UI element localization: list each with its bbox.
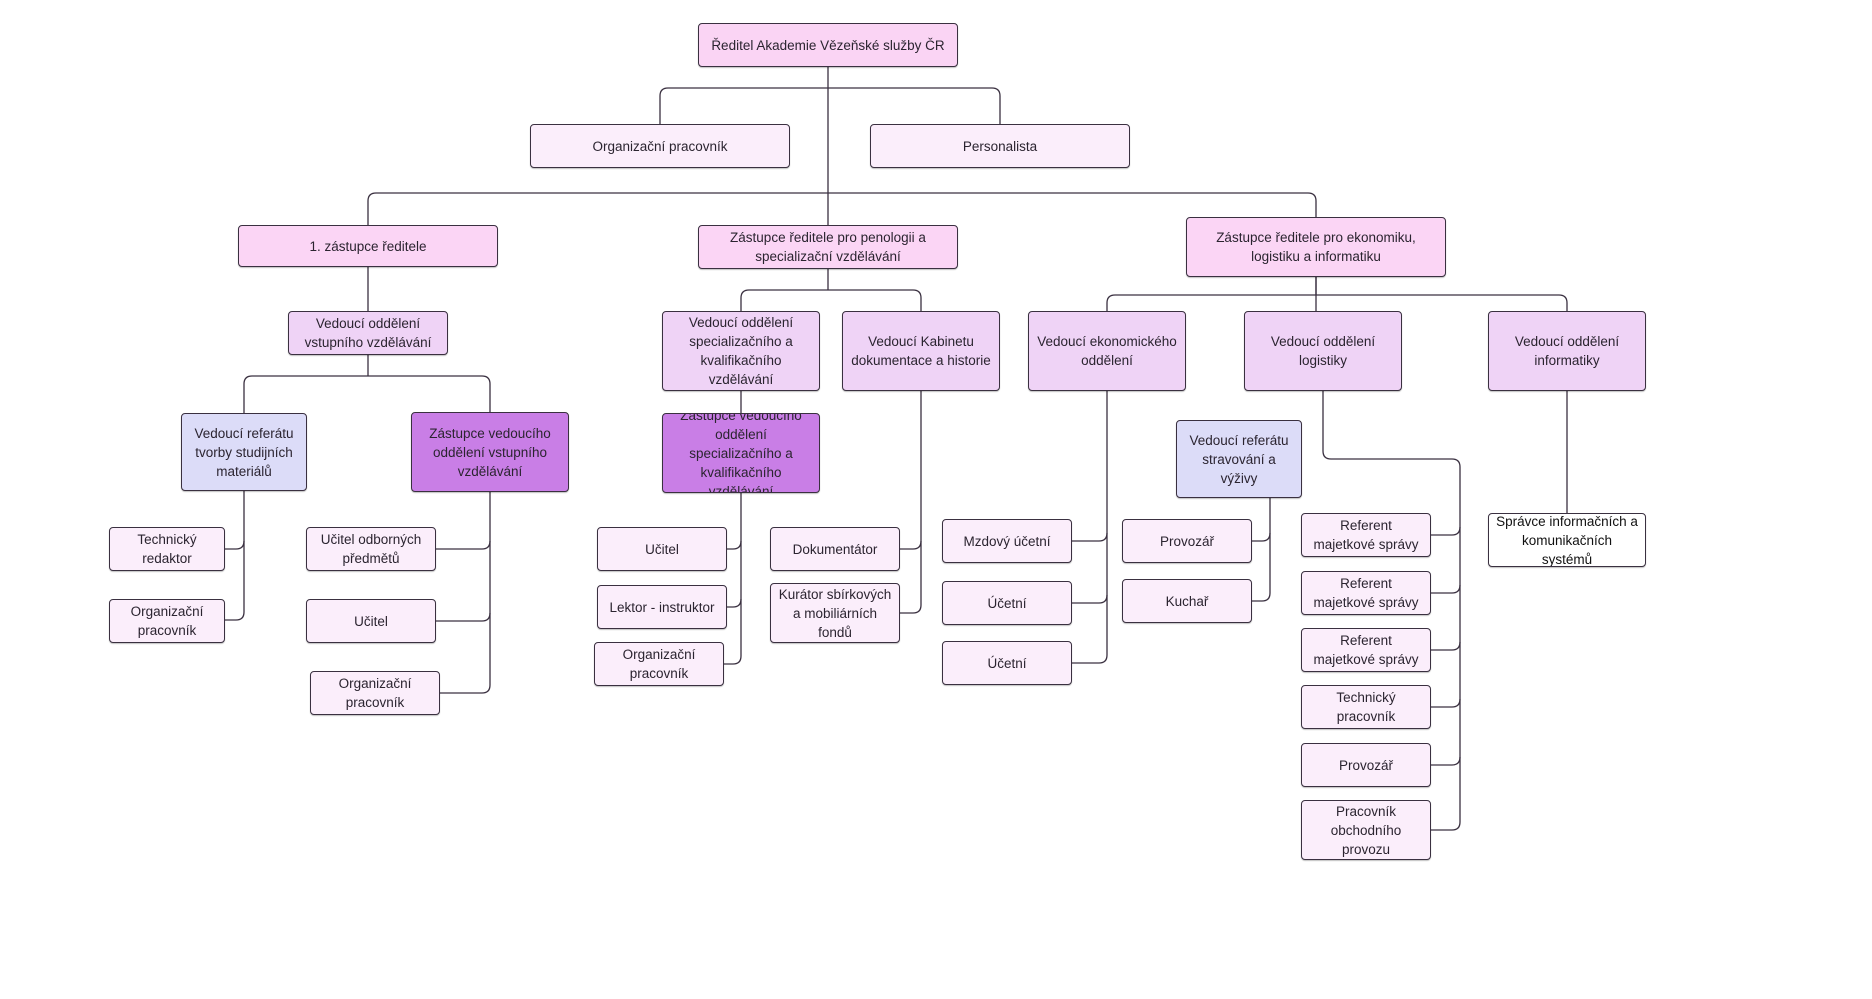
node-org-worker-a: Organizační pracovník — [109, 599, 225, 643]
node-head-catering: Vedoucí referátu stravování a výživy — [1176, 420, 1302, 498]
node-teacher-a: Učitel — [306, 599, 436, 643]
connector-line — [659, 87, 828, 124]
connector-line — [900, 391, 922, 614]
connector-line — [1431, 698, 1461, 708]
node-sub-head-spec-edu: Zástupce vedoucího oddělení specializačn… — [662, 413, 820, 493]
node-head-economic: Vedoucí ekonomického oddělení — [1028, 311, 1186, 391]
connector-line — [1072, 594, 1108, 604]
node-personnel: Personalista — [870, 124, 1130, 168]
node-deputy-1: 1. zástupce ředitele — [238, 225, 498, 267]
connector-line — [1316, 294, 1568, 311]
connector-line — [1322, 391, 1461, 831]
node-property-ref-a: Referent majetkové správy — [1301, 513, 1431, 557]
node-accountant-a: Účetní — [942, 581, 1072, 625]
node-head-it: Vedoucí oddělení informatiky — [1488, 311, 1646, 391]
node-head-cabinet: Vedoucí Kabinetu dokumentace a historie — [842, 311, 1000, 391]
node-org-worker-b: Organizační pracovník — [310, 671, 440, 715]
node-deputy-economy: Zástupce ředitele pro ekonomiku, logisti… — [1186, 217, 1446, 277]
connector-line — [225, 540, 245, 550]
node-tech-worker: Technický pracovník — [1301, 685, 1431, 729]
connector-line — [367, 192, 828, 225]
node-lecturer: Lektor - instruktor — [597, 585, 727, 629]
node-operator-a: Provozář — [1122, 519, 1252, 563]
node-it-admin: Správce informačních a komunikačních sys… — [1488, 513, 1646, 567]
connector-line — [1072, 532, 1108, 542]
connector-line — [900, 540, 922, 550]
connector-line — [828, 289, 922, 311]
node-head-spec-edu: Vedoucí oddělení specializačního a kvali… — [662, 311, 820, 391]
connector-line — [1431, 756, 1461, 766]
node-curator: Kurátor sbírkových a mobiliárních fondů — [770, 583, 900, 643]
node-head-study-materials: Vedoucí referátu tvorby studijních mater… — [181, 413, 307, 491]
node-tech-editor: Technický redaktor — [109, 527, 225, 571]
node-payroll: Mzdový účetní — [942, 519, 1072, 563]
node-sub-head-entry-edu: Zástupce vedoucího oddělení vstupního vz… — [411, 412, 569, 492]
connector-line — [1072, 391, 1108, 664]
connector-line — [368, 375, 491, 412]
node-documentarist: Dokumentátor — [770, 527, 900, 571]
connector-line — [727, 598, 742, 608]
connector-line — [436, 540, 491, 550]
connector-line — [727, 540, 742, 550]
connector-line — [740, 289, 828, 311]
connector-line — [1431, 641, 1461, 651]
connector-line — [828, 87, 1001, 124]
node-commerce-worker: Pracovník obchodního provozu — [1301, 800, 1431, 860]
connector-line — [440, 492, 491, 694]
node-org-worker-top: Organizační pracovník — [530, 124, 790, 168]
node-cook: Kuchař — [1122, 579, 1252, 623]
node-teacher-prof: Učitel odborných předmětů — [306, 527, 436, 571]
connector-line — [436, 612, 491, 622]
connector-line — [1106, 294, 1316, 311]
node-head-entry-edu: Vedoucí oddělení vstupního vzdělávání — [288, 311, 448, 355]
connector-line — [1431, 584, 1461, 594]
node-deputy-penology: Zástupce ředitele pro penologii a specia… — [698, 225, 958, 269]
connector-line — [1252, 532, 1271, 542]
connector-line — [828, 192, 1317, 217]
node-teacher-b: Učitel — [597, 527, 727, 571]
node-head-logistics: Vedoucí oddělení logistiky — [1244, 311, 1402, 391]
connector-line — [1431, 526, 1461, 536]
connector-line — [1252, 498, 1271, 602]
node-property-ref-c: Referent majetkové správy — [1301, 628, 1431, 672]
connector-line — [724, 493, 742, 665]
connector-line — [225, 491, 245, 621]
connector-line — [243, 375, 368, 413]
node-operator-b: Provozář — [1301, 743, 1431, 787]
node-org-worker-c: Organizační pracovník — [594, 642, 724, 686]
node-director: Ředitel Akademie Vězeňské služby ČR — [698, 23, 958, 67]
node-accountant-b: Účetní — [942, 641, 1072, 685]
node-property-ref-b: Referent majetkové správy — [1301, 571, 1431, 615]
